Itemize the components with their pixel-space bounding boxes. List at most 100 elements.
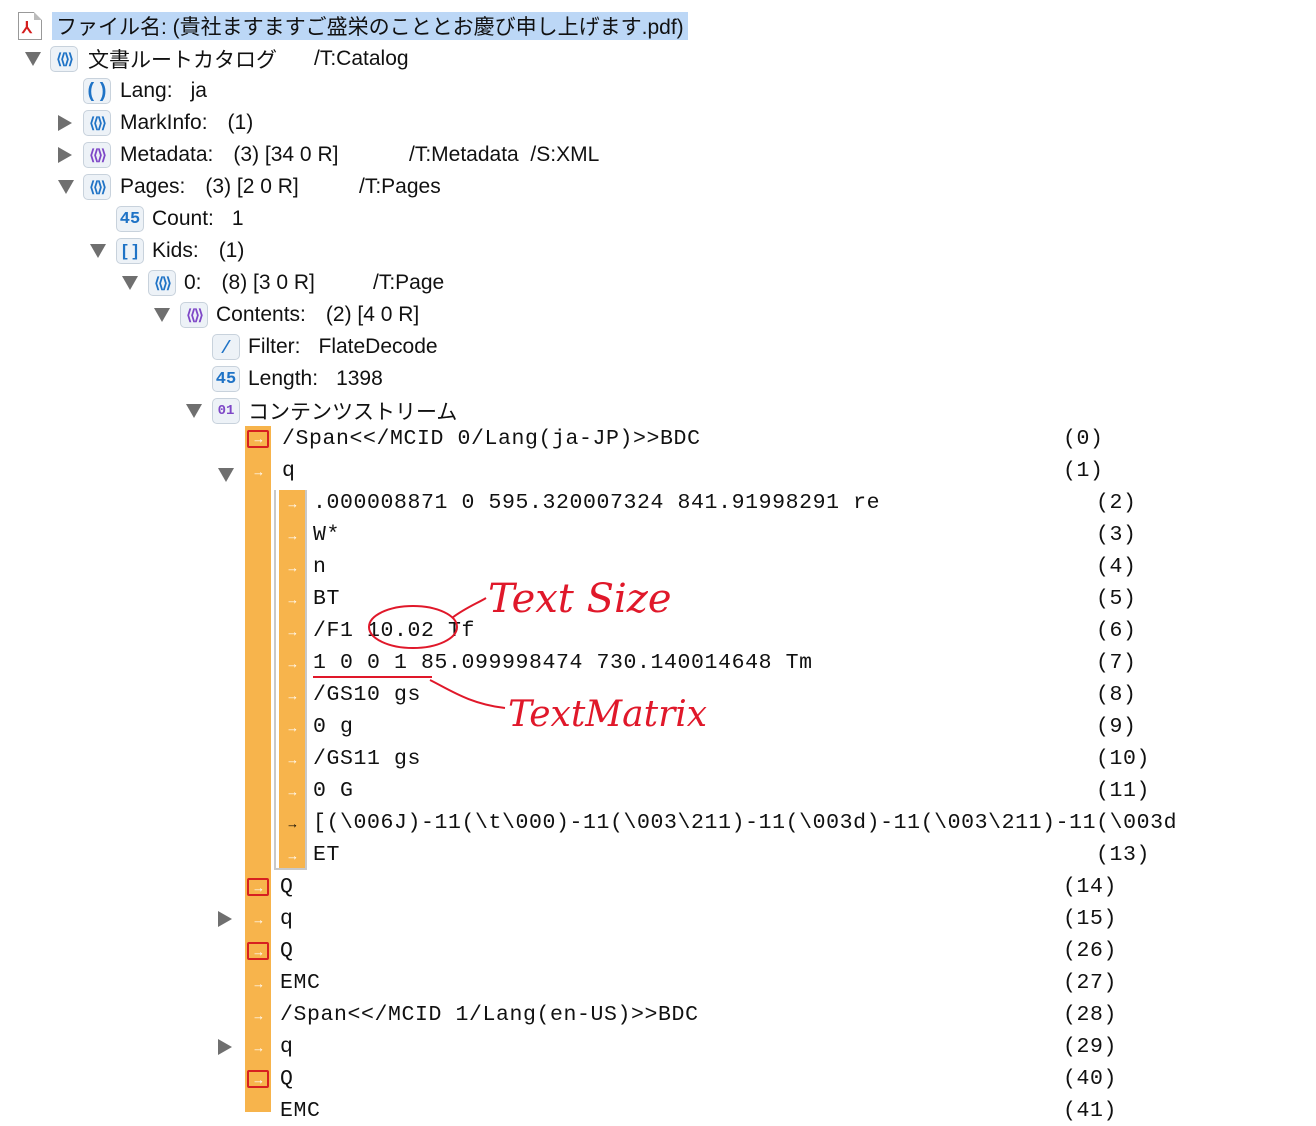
filter-key: Filter: — [248, 335, 301, 358]
contents-value: (2) [4 0 R] — [325, 303, 420, 326]
stream-dictionary-icon: ⟨⟨⟩⟩ — [83, 142, 111, 168]
disclosure-closed-icon[interactable] — [218, 911, 232, 927]
operator-box-icon — [247, 430, 269, 448]
op-index: (5) — [1096, 587, 1137, 611]
op-row-inner-4[interactable]: /F1 10.02 Tf — [313, 616, 475, 646]
op-row-inner-3[interactable]: BT — [313, 584, 340, 614]
op-index: (7) — [1096, 651, 1137, 675]
text-size-circle — [368, 605, 458, 649]
op-row-bottom-1[interactable]: q — [280, 904, 294, 934]
number-icon: 45 — [116, 206, 144, 232]
page0-type: /T:Page — [373, 271, 445, 294]
op-row-1[interactable]: q — [282, 456, 296, 486]
disclosure-closed-icon[interactable] — [58, 147, 72, 163]
operator-icon: → — [286, 784, 299, 799]
disclosure-open-icon[interactable] — [122, 276, 138, 290]
length-row[interactable]: Length: 1398 — [248, 364, 383, 394]
contents-key: Contents: — [216, 303, 306, 326]
op-row-inner-10[interactable]: [(\006J)-11(\t\000)-11(\003\211)-11(\003… — [313, 808, 1177, 838]
operator-icon: → — [286, 656, 299, 671]
disclosure-closed-icon[interactable] — [58, 115, 72, 131]
content-stream-row[interactable]: コンテンツストリーム — [248, 396, 457, 426]
operator-icon: → — [286, 624, 299, 639]
disclosure-open-icon[interactable] — [154, 308, 170, 322]
operator-icon: → — [252, 464, 265, 479]
op-text: Q — [280, 1067, 294, 1091]
op-index: (27) — [1063, 971, 1118, 995]
lang-value: ja — [190, 79, 207, 102]
op-row-inner-5[interactable]: 1 0 0 1 85.099998474 730.140014648 Tm — [313, 648, 813, 678]
markinfo-value: (1) — [227, 111, 254, 134]
metadata-type: /T:Metadata /S:XML — [409, 143, 600, 166]
dictionary-icon: ⟨⟨⟩⟩ — [83, 110, 111, 136]
op-text: /Span<</MCID 1/Lang(en-US)>>BDC — [280, 1003, 699, 1027]
op-row-inner-11[interactable]: ET — [313, 840, 340, 870]
op-text: 0 g — [313, 715, 354, 739]
file-name-row[interactable]: ファイル名: (貴社ますますご盛栄のこととお慶び申し上げます.pdf) — [52, 12, 688, 40]
op-text: /Span<</MCID 0/Lang(ja-JP)>>BDC — [282, 427, 701, 451]
op-index: (2) — [1096, 491, 1137, 515]
op-row-bottom-5[interactable]: q — [280, 1032, 294, 1062]
count-row[interactable]: Count: 1 — [152, 204, 244, 234]
pages-row[interactable]: Pages: (3) [2 0 R] /T:Pages — [120, 172, 441, 202]
catalog-row[interactable]: 文書ルートカタログ /T:Catalog — [88, 44, 409, 74]
operator-icon: → — [252, 1008, 265, 1023]
disclosure-open-icon[interactable] — [58, 180, 74, 194]
operator-icon: → — [286, 752, 299, 767]
op-row-inner-1[interactable]: W* — [313, 520, 340, 550]
op-text: n — [313, 555, 327, 579]
op-text: BT — [313, 587, 341, 611]
op-text: 0 G — [313, 779, 354, 803]
disclosure-open-icon[interactable] — [218, 468, 234, 482]
op-index: (3) — [1096, 523, 1137, 547]
op-row-inner-7[interactable]: 0 g — [313, 712, 354, 742]
filter-row[interactable]: Filter: FlateDecode — [248, 332, 438, 362]
op-row-inner-0[interactable]: .000008871 0 595.320007324 841.91998291 … — [313, 488, 880, 518]
op-text: /GS10 gs — [313, 683, 422, 707]
contents-row[interactable]: Contents: (2) [4 0 R] — [216, 300, 419, 330]
metadata-value: (3) [34 0 R] — [233, 143, 339, 166]
op-row-bottom-2[interactable]: Q — [280, 936, 294, 966]
op-row-inner-6[interactable]: /GS10 gs — [313, 680, 421, 710]
tree-guide-line — [305, 490, 307, 870]
operator-icon: → — [286, 720, 299, 735]
lang-row[interactable]: Lang: ja — [120, 76, 207, 106]
catalog-name: 文書ルートカタログ — [88, 49, 277, 72]
operator-icon: → — [252, 880, 265, 895]
op-index: (26) — [1063, 939, 1118, 963]
disclosure-open-icon[interactable] — [186, 404, 202, 418]
op-row-inner-2[interactable]: n — [313, 552, 327, 582]
op-row-bottom-4[interactable]: /Span<</MCID 1/Lang(en-US)>>BDC — [280, 1000, 699, 1030]
disclosure-open-icon[interactable] — [25, 52, 41, 66]
markinfo-key: MarkInfo: — [120, 111, 208, 134]
metadata-row[interactable]: Metadata: (3) [34 0 R] /T:Metadata /S:XM… — [120, 140, 599, 170]
op-row-inner-9[interactable]: 0 G — [313, 776, 354, 806]
op-index: (9) — [1096, 715, 1137, 739]
kids-row[interactable]: Kids: (1) — [152, 236, 244, 266]
operator-bar-outer — [245, 426, 271, 1112]
text-matrix-annotation: TextMatrix — [508, 694, 708, 735]
disclosure-closed-icon[interactable] — [218, 1039, 232, 1055]
op-index: (0) — [1063, 427, 1104, 451]
op-text: .000008871 0 595.320007324 841.91998291 … — [313, 491, 881, 515]
op-row-bottom-0[interactable]: Q — [280, 872, 294, 902]
op-row-bottom-6[interactable]: Q — [280, 1064, 294, 1094]
markinfo-row[interactable]: MarkInfo: (1) — [120, 108, 253, 138]
dictionary-icon: ⟨⟨⟩⟩ — [148, 270, 176, 296]
disclosure-open-icon[interactable] — [90, 244, 106, 258]
kids-value: (1) — [218, 239, 245, 262]
operator-icon: → — [252, 431, 265, 446]
op-row-bottom-3[interactable]: EMC — [280, 968, 321, 998]
kids-key: Kids: — [152, 239, 199, 262]
op-row-inner-8[interactable]: /GS11 gs — [313, 744, 421, 774]
op-row-0[interactable]: /Span<</MCID 0/Lang(ja-JP)>>BDC — [282, 424, 701, 454]
operator-icon: → — [252, 944, 265, 959]
page0-row[interactable]: 0: (8) [3 0 R] /T:Page — [184, 268, 444, 298]
op-text: /F1 10.02 Tf — [313, 619, 476, 643]
operator-bar-inner — [279, 490, 305, 868]
text-matrix-pointer — [429, 679, 506, 709]
length-value: 1398 — [336, 367, 383, 390]
op-index: (8) — [1096, 683, 1137, 707]
